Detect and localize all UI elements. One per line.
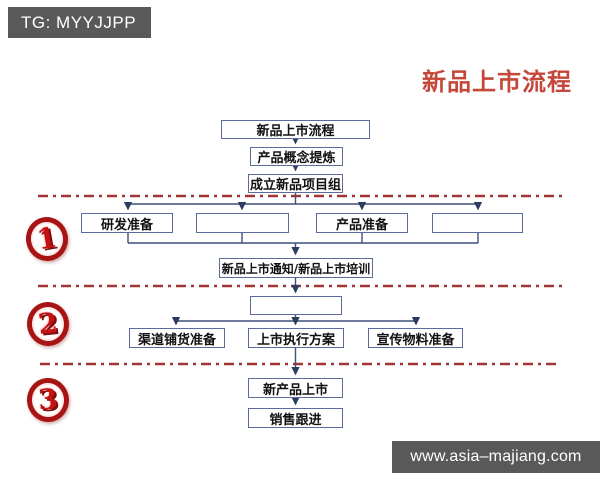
flow-box-sales-follow: 销售跟进	[248, 408, 343, 428]
flow-box-blank-1	[196, 213, 289, 233]
flow-box-launch: 新产品上市	[248, 378, 343, 398]
top-watermark-text: TG: MYYJJPP	[21, 12, 137, 32]
flow-box-channel-prep: 渠道铺货准备	[129, 328, 225, 348]
bottom-watermark-text: www.asia–majiang.com	[410, 448, 582, 465]
page-title: 新品上市流程	[422, 67, 572, 96]
flow-box-team: 成立新品项目组	[248, 174, 343, 193]
flow-box-concept: 产品概念提炼	[250, 147, 343, 166]
stage-divider-lines	[38, 194, 562, 366]
flow-box-notice-training: 新品上市通知/新品上市培训	[219, 258, 373, 278]
flow-box-start: 新品上市流程	[221, 120, 370, 139]
flow-box-rd-prep: 研发准备	[81, 213, 173, 233]
top-watermark-bar: TG: MYYJJPP	[8, 7, 151, 38]
flow-box-blank-3	[250, 296, 342, 315]
flow-box-product-prep: 产品准备	[316, 213, 408, 233]
flow-box-blank-2	[432, 213, 523, 233]
flow-box-exec-plan: 上市执行方案	[248, 328, 344, 348]
flow-box-promo-prep: 宣传物料准备	[368, 328, 463, 348]
bottom-watermark-bar: www.asia–majiang.com	[392, 441, 600, 473]
